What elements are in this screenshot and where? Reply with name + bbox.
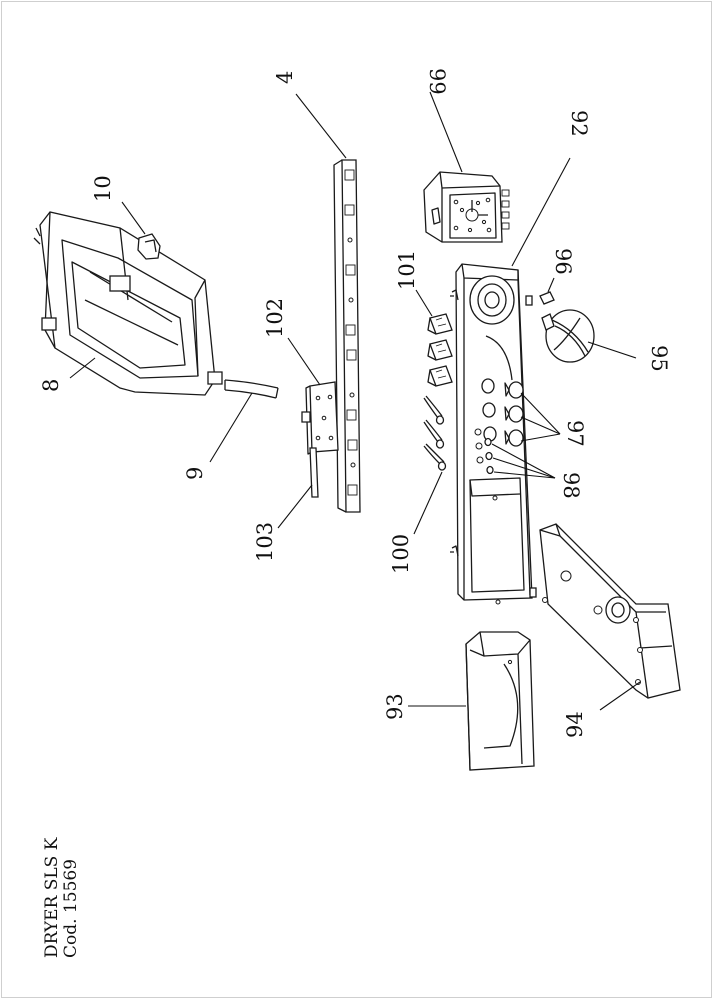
part-93-drawer xyxy=(465,631,535,771)
label-10: 10 xyxy=(91,175,115,202)
part-100-lamps xyxy=(423,395,447,471)
part-95-main-knob xyxy=(541,309,595,363)
part-96-pin xyxy=(539,291,555,305)
label-101: 101 xyxy=(395,250,419,290)
part-8-housing xyxy=(33,211,223,396)
part-4-rail xyxy=(333,159,361,513)
part-98-buttons xyxy=(484,437,494,475)
label-99: 99 xyxy=(425,68,449,95)
label-92: 92 xyxy=(567,110,591,137)
part-101-switches xyxy=(427,313,453,387)
part-94-cover xyxy=(539,523,681,699)
label-94: 94 xyxy=(563,711,587,738)
part-99-timer xyxy=(423,171,510,243)
leader-lines xyxy=(69,91,641,711)
label-103: 103 xyxy=(253,522,277,562)
part-102-plate xyxy=(301,381,339,455)
part-9-hose xyxy=(224,379,279,399)
label-100: 100 xyxy=(389,534,413,574)
label-96: 96 xyxy=(551,248,575,275)
part-97-knobs xyxy=(504,381,524,447)
label-95: 95 xyxy=(647,345,671,372)
label-102: 102 xyxy=(263,298,287,338)
label-93: 93 xyxy=(383,693,407,720)
part-labels: 8 10 9 4 102 103 99 92 101 96 95 97 98 1… xyxy=(39,68,671,738)
part-103-rod xyxy=(309,447,319,498)
label-4: 4 xyxy=(273,71,297,84)
part-10-clip xyxy=(137,233,161,260)
part-92-control-panel xyxy=(450,263,537,605)
title-model: DRYER SLS K xyxy=(42,837,62,958)
title-code: Cod. 15569 xyxy=(61,859,81,958)
label-97: 97 xyxy=(563,420,587,447)
title-block: DRYER SLS K Cod. 15569 xyxy=(42,837,81,958)
label-98: 98 xyxy=(559,472,583,499)
label-8: 8 xyxy=(39,379,63,392)
label-9: 9 xyxy=(183,467,207,480)
